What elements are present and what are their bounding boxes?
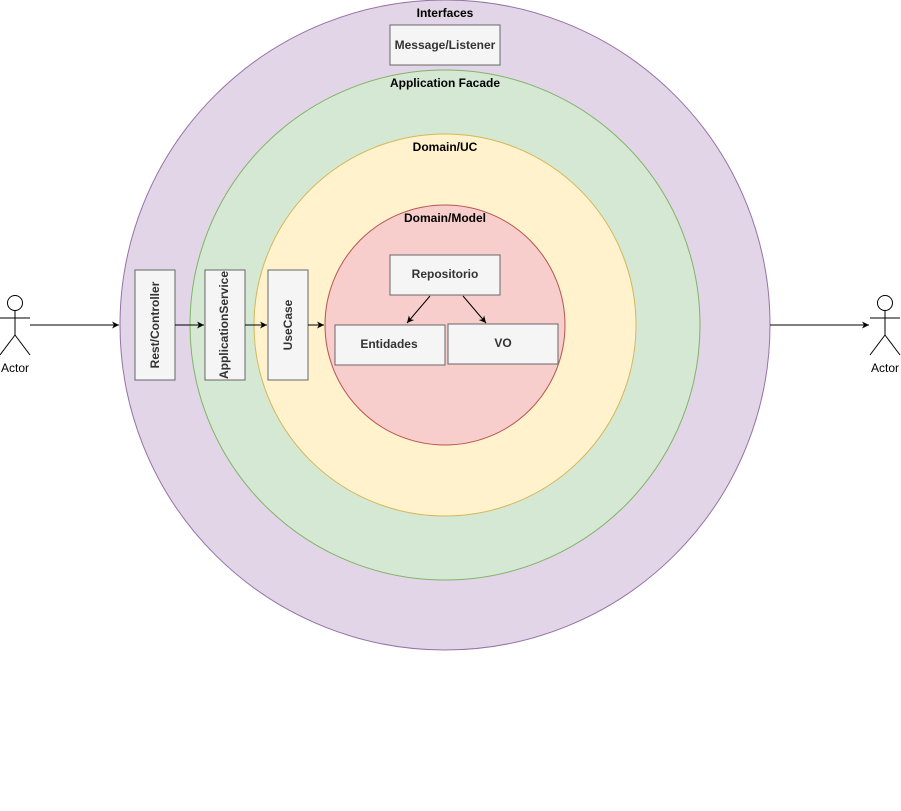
entidades-label: Entidades	[360, 337, 418, 351]
edge-repositorio-to-entidades	[406, 295, 431, 324]
entidades-box[interactable]: Entidades	[334, 324, 446, 366]
message-listener-box[interactable]: Message/Listener	[389, 24, 501, 66]
edge-repositorio-to-vo	[462, 295, 487, 324]
rest-controller-label: Rest/Controller	[148, 281, 162, 368]
message-listener-label: Message/Listener	[395, 38, 496, 52]
vo-box[interactable]: VO	[447, 323, 559, 365]
repositorio-box[interactable]: Repositorio	[389, 254, 501, 296]
repositorio-label: Repositorio	[412, 267, 479, 281]
application-service-box[interactable]: ApplicationService	[204, 269, 246, 381]
left-actor-icon	[0, 295, 31, 356]
rest-controller-box[interactable]: Rest/Controller	[134, 269, 176, 381]
vo-label: VO	[494, 336, 511, 350]
right-actor-icon	[869, 295, 901, 356]
use-case-box[interactable]: UseCase	[267, 269, 309, 381]
right-actor-label: Actor	[871, 361, 899, 375]
use-case-label: UseCase	[281, 299, 295, 350]
domain-uc-title: Domain/UC	[413, 140, 478, 154]
application-service-label: ApplicationService	[217, 271, 231, 379]
application-facade-title: Application Facade	[390, 76, 500, 90]
left-actor-label: Actor	[1, 361, 29, 375]
domain-model-title: Domain/Model	[404, 211, 486, 225]
interfaces-title: Interfaces	[417, 6, 474, 20]
